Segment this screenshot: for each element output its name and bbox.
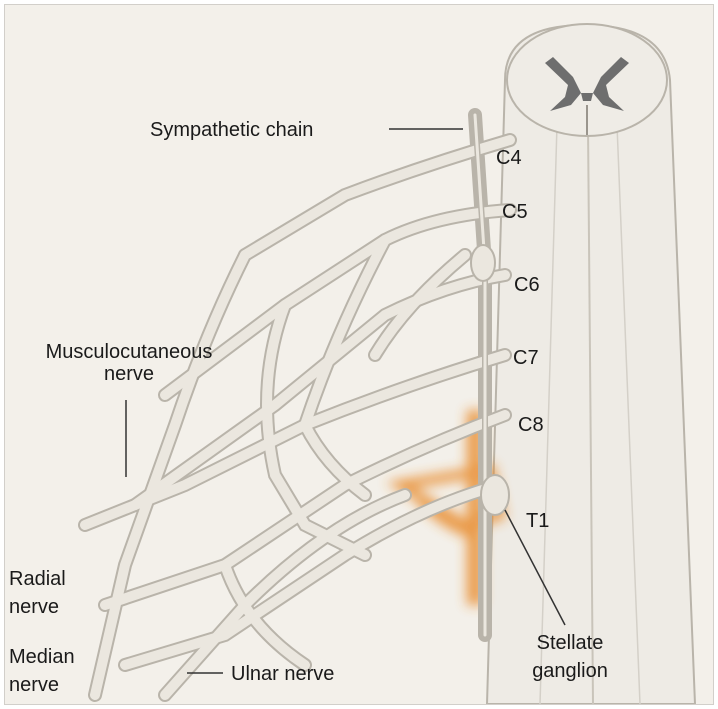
label-ulnar-nerve: Ulnar nerve bbox=[231, 663, 334, 685]
label-radial-nerve: Radial nerve bbox=[9, 568, 66, 618]
stellate-ganglion-shape bbox=[481, 475, 509, 515]
label-musculocutaneous-nerve: Musculocutaneous nerve bbox=[9, 341, 249, 385]
label-c4: C4 bbox=[496, 147, 522, 169]
middle-cervical-ganglion bbox=[471, 245, 495, 281]
musculocutaneous-line1: Musculocutaneous bbox=[9, 341, 249, 363]
median-line1: Median bbox=[9, 646, 75, 668]
stellate-line2: ganglion bbox=[515, 660, 625, 682]
label-t1: T1 bbox=[526, 510, 549, 532]
musculocutaneous-line2: nerve bbox=[9, 363, 249, 385]
diagram-frame: Sympathetic chain C4 C5 C6 C7 C8 T1 Musc… bbox=[4, 4, 714, 705]
label-c8: C8 bbox=[518, 414, 544, 436]
label-c6: C6 bbox=[514, 274, 540, 296]
radial-line1: Radial bbox=[9, 568, 66, 590]
label-sympathetic-chain: Sympathetic chain bbox=[150, 119, 313, 141]
stellate-line1: Stellate bbox=[515, 632, 625, 654]
median-line2: nerve bbox=[9, 674, 75, 696]
label-c7: C7 bbox=[513, 347, 539, 369]
label-stellate-ganglion: Stellate ganglion bbox=[515, 632, 625, 682]
label-median-nerve: Median nerve bbox=[9, 646, 75, 696]
nerve-bundle bbox=[85, 115, 510, 695]
radial-line2: nerve bbox=[9, 596, 66, 618]
label-c5: C5 bbox=[502, 201, 528, 223]
